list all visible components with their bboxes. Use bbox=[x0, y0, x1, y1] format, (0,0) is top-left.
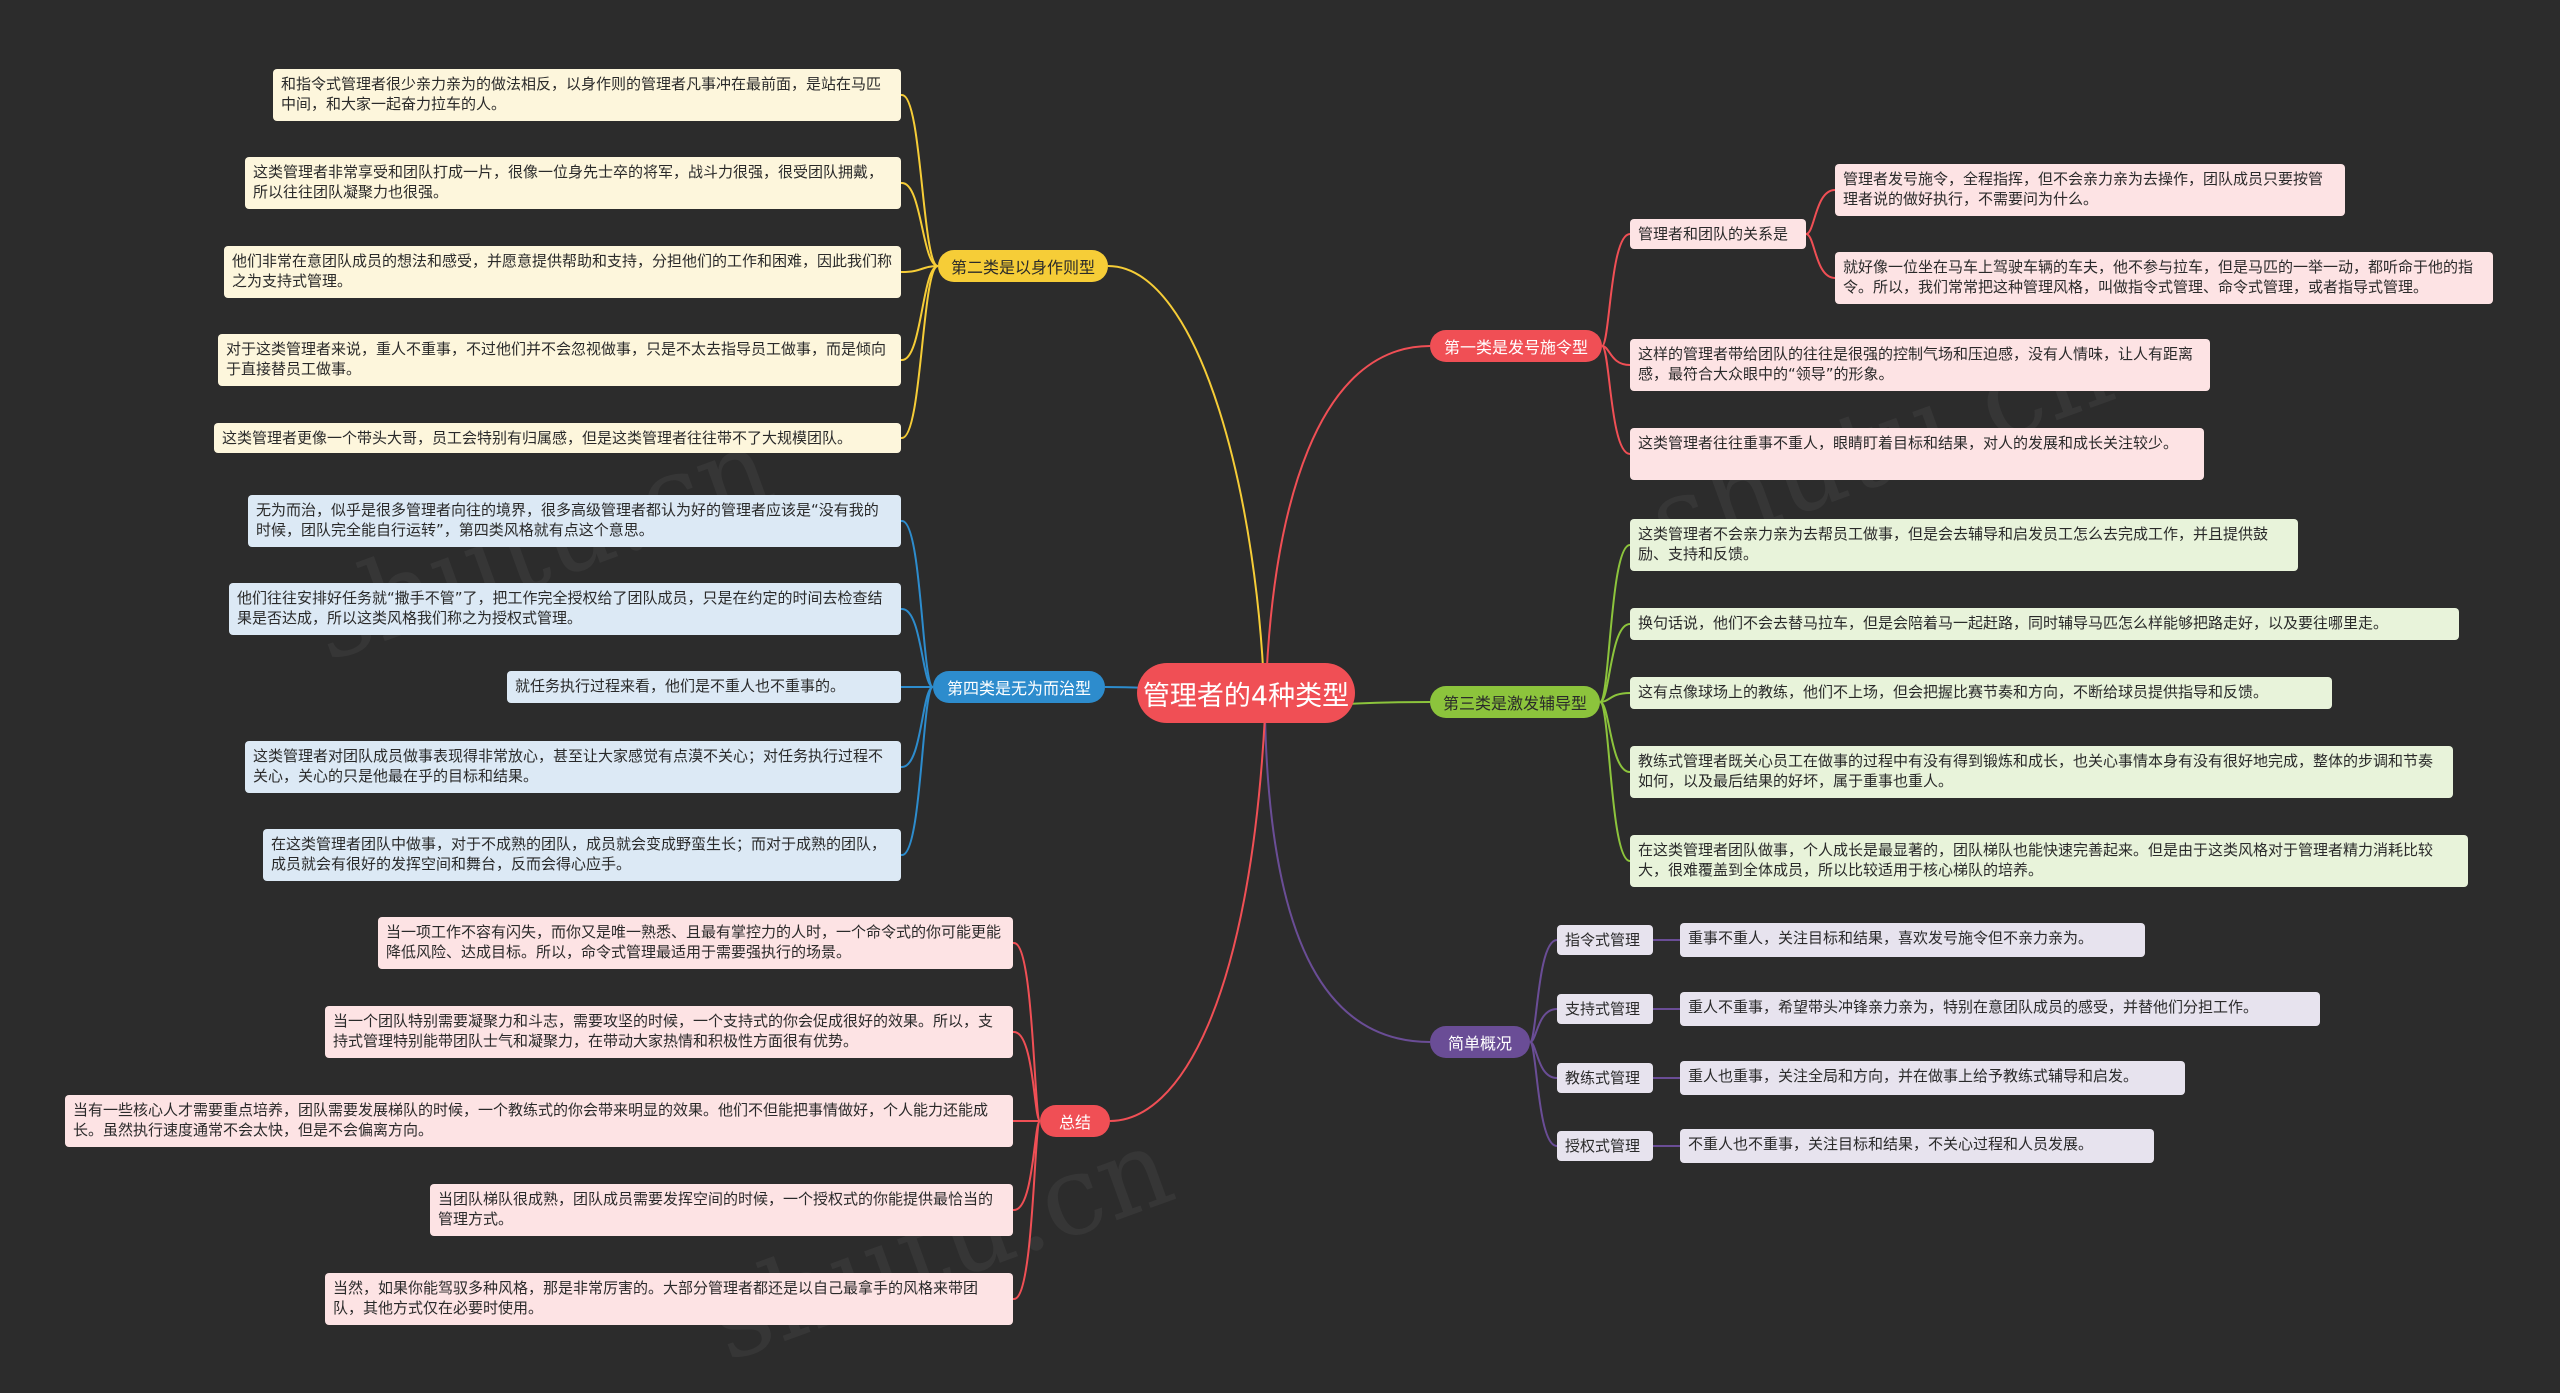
link-conclusion bbox=[1109, 714, 1266, 1122]
branch-first[interactable]: 第一类是发号施令型 bbox=[1430, 330, 1602, 362]
connector-line bbox=[1013, 1031, 1041, 1122]
connector-line bbox=[901, 608, 934, 688]
list-item[interactable]: 和指令式管理者很少亲力亲为的做法相反，以身作则的管理者凡事冲在最前面，是站在马匹… bbox=[273, 69, 901, 121]
connector-line bbox=[1805, 189, 1836, 235]
list-item[interactable]: 换句话说，他们不会去替马拉车，但是会陪着马一起赶路，同时辅导马匹怎么样能够把路走… bbox=[1630, 608, 2459, 640]
list-item[interactable]: 在这类管理者团队中做事，对于不成熟的团队，成员就会变成野蛮生长；而对于成熟的团队… bbox=[263, 829, 901, 881]
connector-line bbox=[901, 94, 939, 267]
branch-fourth[interactable]: 第四类是无为而治型 bbox=[933, 671, 1105, 703]
list-item[interactable]: 当有一些核心人才需要重点培养，团队需要发展梯队的时候，一个教练式的你会带来明显的… bbox=[65, 1095, 1013, 1147]
branch-second[interactable]: 第二类是以身作则型 bbox=[938, 250, 1108, 282]
list-item[interactable]: 就任务执行过程来看，他们是不重人也不重事的。 bbox=[507, 671, 901, 703]
list-item[interactable]: 对于这类管理者来说，重人不重事，不过他们并不会忽视做事，只是不太去指导员工做事，… bbox=[218, 334, 901, 386]
list-item[interactable]: 这有点像球场上的教练，他们不上场，但会把握比赛节奏和方向，不断给球员提供指导和反… bbox=[1630, 677, 2332, 709]
summary-type[interactable]: 指令式管理 bbox=[1557, 925, 1653, 955]
list-item[interactable]: 当一个团队特别需要凝聚力和斗志，需要攻坚的时候，一个支持式的你会促成很好的效果。… bbox=[325, 1006, 1013, 1058]
connector-line bbox=[901, 265, 939, 361]
link-first bbox=[1264, 345, 1431, 716]
list-item[interactable]: 这类管理者往往重事不重人，眼睛盯着目标和结果，对人的发展和成长关注较少。 bbox=[1630, 428, 2204, 480]
connector-line bbox=[901, 265, 939, 273]
list-item[interactable]: 就好像一位坐在马车上驾驶车辆的车夫，他不参与拉车，但是马匹的一举一动，都听命于他… bbox=[1835, 252, 2493, 304]
summary-desc[interactable]: 重人不重事，希望带头冲锋亲力亲为，特别在意团队成员的感受，并替他们分担工作。 bbox=[1680, 992, 2320, 1026]
list-item[interactable]: 在这类管理者团队做事，个人成长是最显著的，团队梯队也能快速完善起来。但是由于这类… bbox=[1630, 835, 2468, 887]
connector-line bbox=[901, 265, 939, 439]
connector-line bbox=[901, 686, 934, 768]
branch-third[interactable]: 第三类是激发辅导型 bbox=[1430, 686, 1600, 718]
list-item[interactable]: 这类管理者对团队成员做事表现得非常放心，甚至让大家感觉有点漠不关心；对任务执行过… bbox=[245, 741, 901, 793]
summary-type[interactable]: 支持式管理 bbox=[1557, 994, 1653, 1024]
link-second bbox=[1107, 265, 1266, 716]
connector-line bbox=[1599, 692, 1631, 703]
connector-line bbox=[1599, 544, 1631, 703]
list-item[interactable]: 这类管理者不会亲力亲为去帮员工做事，但是会去辅导和启发员工怎么去完成工作，并且提… bbox=[1630, 519, 2298, 571]
branch-conclusion[interactable]: 总结 bbox=[1040, 1105, 1110, 1137]
connector-line bbox=[1599, 701, 1631, 862]
list-item[interactable]: 他们非常在意团队成员的想法和感受，并愿意提供帮助和支持，分担他们的工作和困难，因… bbox=[224, 246, 901, 298]
branch-summary[interactable]: 简单概况 bbox=[1430, 1026, 1530, 1058]
connector-line bbox=[1529, 939, 1558, 1043]
connector-line bbox=[1805, 233, 1836, 279]
sub-topic-relationship[interactable]: 管理者和团队的关系是 bbox=[1630, 219, 1806, 249]
list-item[interactable]: 这样的管理者带给团队的往往是很强的控制气场和压迫感，没有人情味，让人有距离感，最… bbox=[1630, 339, 2210, 391]
list-item[interactable]: 他们往往安排好任务就“撒手不管”了，把工作完全授权给了团队成员，只是在约定的时间… bbox=[229, 583, 901, 635]
list-item[interactable]: 管理者发号施令，全程指挥，但不会亲力亲为去操作，团队成员只要按管理者说的做好执行… bbox=[1835, 164, 2345, 216]
list-item[interactable]: 这类管理者更像一个带头大哥，员工会特别有归属感，但是这类管理者往往带不了大规模团… bbox=[214, 423, 901, 453]
connector-line bbox=[1599, 623, 1631, 703]
summary-desc[interactable]: 重事不重人，关注目标和结果，喜欢发号施令但不亲力亲为。 bbox=[1680, 923, 2145, 957]
link-summary bbox=[1264, 714, 1431, 1043]
connector-line bbox=[901, 520, 934, 688]
connector-line bbox=[1013, 1120, 1041, 1300]
summary-desc[interactable]: 不重人也不重事，关注目标和结果，不关心过程和人员发展。 bbox=[1680, 1129, 2154, 1163]
central-topic[interactable]: 管理者的4种类型 bbox=[1137, 663, 1355, 723]
list-item[interactable]: 当一项工作不容有闪失，而你又是唯一熟悉、且最有掌控力的人时，一个命令式的你可能更… bbox=[378, 917, 1013, 969]
connector-line bbox=[1529, 1041, 1558, 1147]
list-item[interactable]: 这类管理者非常享受和团队打成一片，很像一位身先士卒的将军，战斗力很强，很受团队拥… bbox=[245, 157, 901, 209]
list-item[interactable]: 教练式管理者既关心员工在做事的过程中有没有得到锻炼和成长，也关心事情本身有没有很… bbox=[1630, 746, 2453, 798]
summary-desc[interactable]: 重人也重事，关注全局和方向，并在做事上给予教练式辅导和启发。 bbox=[1680, 1061, 2185, 1095]
list-item[interactable]: 当然，如果你能驾驭多种风格，那是非常厉害的。大部分管理者都还是以自己最拿手的风格… bbox=[325, 1273, 1013, 1325]
connector-line bbox=[1601, 345, 1631, 455]
connector-line bbox=[1529, 1008, 1558, 1043]
summary-type[interactable]: 教练式管理 bbox=[1557, 1063, 1653, 1093]
summary-type[interactable]: 授权式管理 bbox=[1557, 1131, 1653, 1161]
list-item[interactable]: 当团队梯队很成熟，团队成员需要发挥空间的时候，一个授权式的你能提供最恰当的管理方… bbox=[430, 1184, 1013, 1236]
list-item[interactable]: 无为而治，似乎是很多管理者向往的境界，很多高级管理者都认为好的管理者应该是“没有… bbox=[248, 495, 901, 547]
connector-line bbox=[1601, 233, 1631, 347]
connector-line bbox=[901, 686, 934, 856]
connector-line bbox=[901, 182, 939, 267]
